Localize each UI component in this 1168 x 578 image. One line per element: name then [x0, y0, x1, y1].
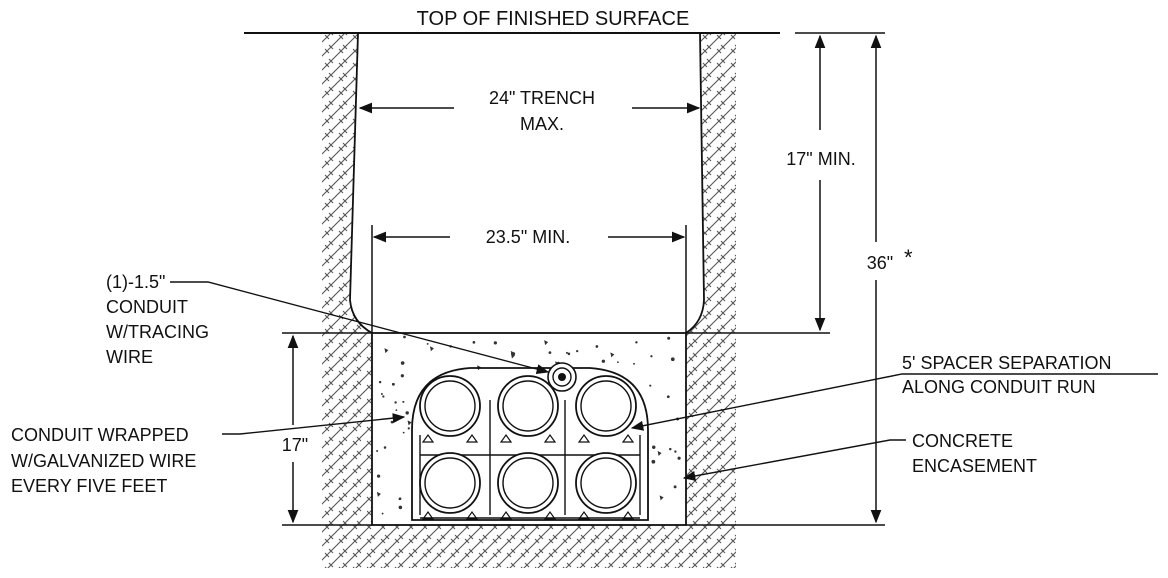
spacer-line-2: ALONG CONDUIT RUN: [902, 377, 1096, 397]
conduit-pipe: [497, 375, 559, 443]
concrete-speckle: [652, 445, 656, 449]
concrete-line-2: ENCASEMENT: [912, 456, 1037, 476]
inner-width-label: 23.5" MIN.: [486, 227, 570, 247]
concrete-speckle: [617, 361, 619, 364]
conduit-wrapped-line-2: W/GALVANIZED WIRE: [11, 451, 196, 471]
concrete-speckle: [633, 362, 635, 365]
concrete-speckle: [651, 459, 656, 464]
concrete-speckle: [666, 395, 670, 399]
concrete-speckle: [511, 352, 516, 358]
concrete-speckle: [384, 348, 389, 354]
concrete-speckle: [376, 491, 381, 497]
total-depth-label: 36": [867, 253, 893, 273]
conduit-wrapped-line-3: EVERY FIVE FEET: [11, 476, 167, 496]
concrete-speckle: [669, 447, 672, 451]
cover-depth-label: 17" MIN.: [786, 149, 855, 169]
trench-left-wall: [349, 32, 373, 334]
concrete-speckle: [407, 420, 412, 426]
concrete-line-1: CONCRETE: [912, 431, 1013, 451]
concrete-speckle: [667, 336, 671, 340]
concrete-speckle: [657, 450, 662, 456]
spacer-outline: [411, 367, 649, 521]
concrete-speckle: [565, 351, 568, 354]
tracing-conduit: [547, 362, 577, 392]
concrete-speckle: [659, 495, 664, 501]
concrete-speckle: [429, 346, 434, 352]
concrete-speckle: [402, 400, 405, 403]
conduits: [419, 375, 637, 520]
soil-hatching: [322, 33, 736, 568]
spacer-frame: [419, 400, 641, 519]
concrete-speckle: [390, 420, 394, 424]
title: TOP OF FINISHED SURFACE: [417, 8, 690, 30]
concrete-speckle: [650, 355, 653, 358]
concrete-speckle: [380, 393, 383, 395]
conduit-small-line-1: (1)-1.5": [106, 272, 165, 292]
concrete-speckle: [635, 341, 638, 344]
concrete-speckle: [376, 450, 379, 452]
concrete-speckle: [472, 340, 476, 344]
concrete-speckle: [398, 505, 403, 510]
total-depth-mark: *: [904, 245, 913, 270]
trench-width-label-2: MAX.: [520, 114, 564, 134]
concrete-speckle: [670, 357, 675, 362]
concrete-speckle: [548, 351, 552, 355]
concrete-speckle: [400, 361, 405, 365]
conduit-small-leader: [170, 281, 550, 374]
concrete-speckle: [402, 431, 405, 434]
concrete-speckle: [376, 474, 381, 478]
concrete-speckle: [610, 352, 615, 358]
concrete-speckle: [576, 349, 579, 353]
trench-width-label: 24" TRENCH: [489, 88, 595, 108]
concrete-speckle: [544, 340, 549, 346]
conduit-pipe: [419, 375, 481, 443]
concrete-speckle: [378, 380, 382, 384]
left-soil-wall: [322, 33, 736, 568]
concrete-speckle: [381, 512, 384, 515]
conduit-bank: [411, 362, 649, 521]
conduit-small-line-4: WIRE: [106, 347, 153, 367]
conduit-pipe: [575, 375, 637, 443]
concrete-speckle: [395, 409, 398, 412]
concrete-speckles: [376, 335, 681, 515]
concrete-speckle: [674, 450, 677, 453]
conduit-small-line-3: W/TRACING: [106, 322, 209, 342]
encasement-height-label: 17": [282, 435, 308, 455]
conduit-small-line-2: CONDUIT: [106, 297, 188, 317]
concrete-speckle: [493, 341, 497, 345]
concrete-speckle: [398, 498, 401, 501]
conduit-pipe: [497, 452, 559, 520]
spacer-leader: [630, 373, 1158, 431]
concrete-speckle: [403, 335, 406, 339]
concrete-speckle: [601, 359, 606, 363]
conduit-wrapped-line-1: CONDUIT WRAPPED: [11, 425, 189, 445]
concrete-speckle: [400, 374, 404, 378]
spacer-line-1: 5' SPACER SEPARATION: [902, 353, 1112, 373]
concrete-leader: [682, 439, 906, 481]
conduit-pipe: [575, 452, 637, 520]
concrete-speckle: [391, 382, 395, 386]
concrete-speckle: [405, 411, 409, 415]
concrete-speckle: [567, 352, 571, 356]
concrete-speckle: [426, 342, 429, 345]
conduit-wrapped-leader: [222, 413, 406, 435]
concrete-speckle: [383, 446, 387, 449]
concrete-speckle: [649, 384, 652, 387]
concrete-speckle: [394, 401, 397, 404]
concrete-speckle: [595, 345, 599, 348]
conduit-pipe: [419, 452, 481, 520]
trench-right-wall: [685, 32, 705, 334]
concrete-speckle: [382, 395, 385, 398]
concrete-speckle: [677, 456, 681, 460]
concrete-speckle: [673, 485, 677, 489]
concrete-speckle: [407, 427, 410, 430]
